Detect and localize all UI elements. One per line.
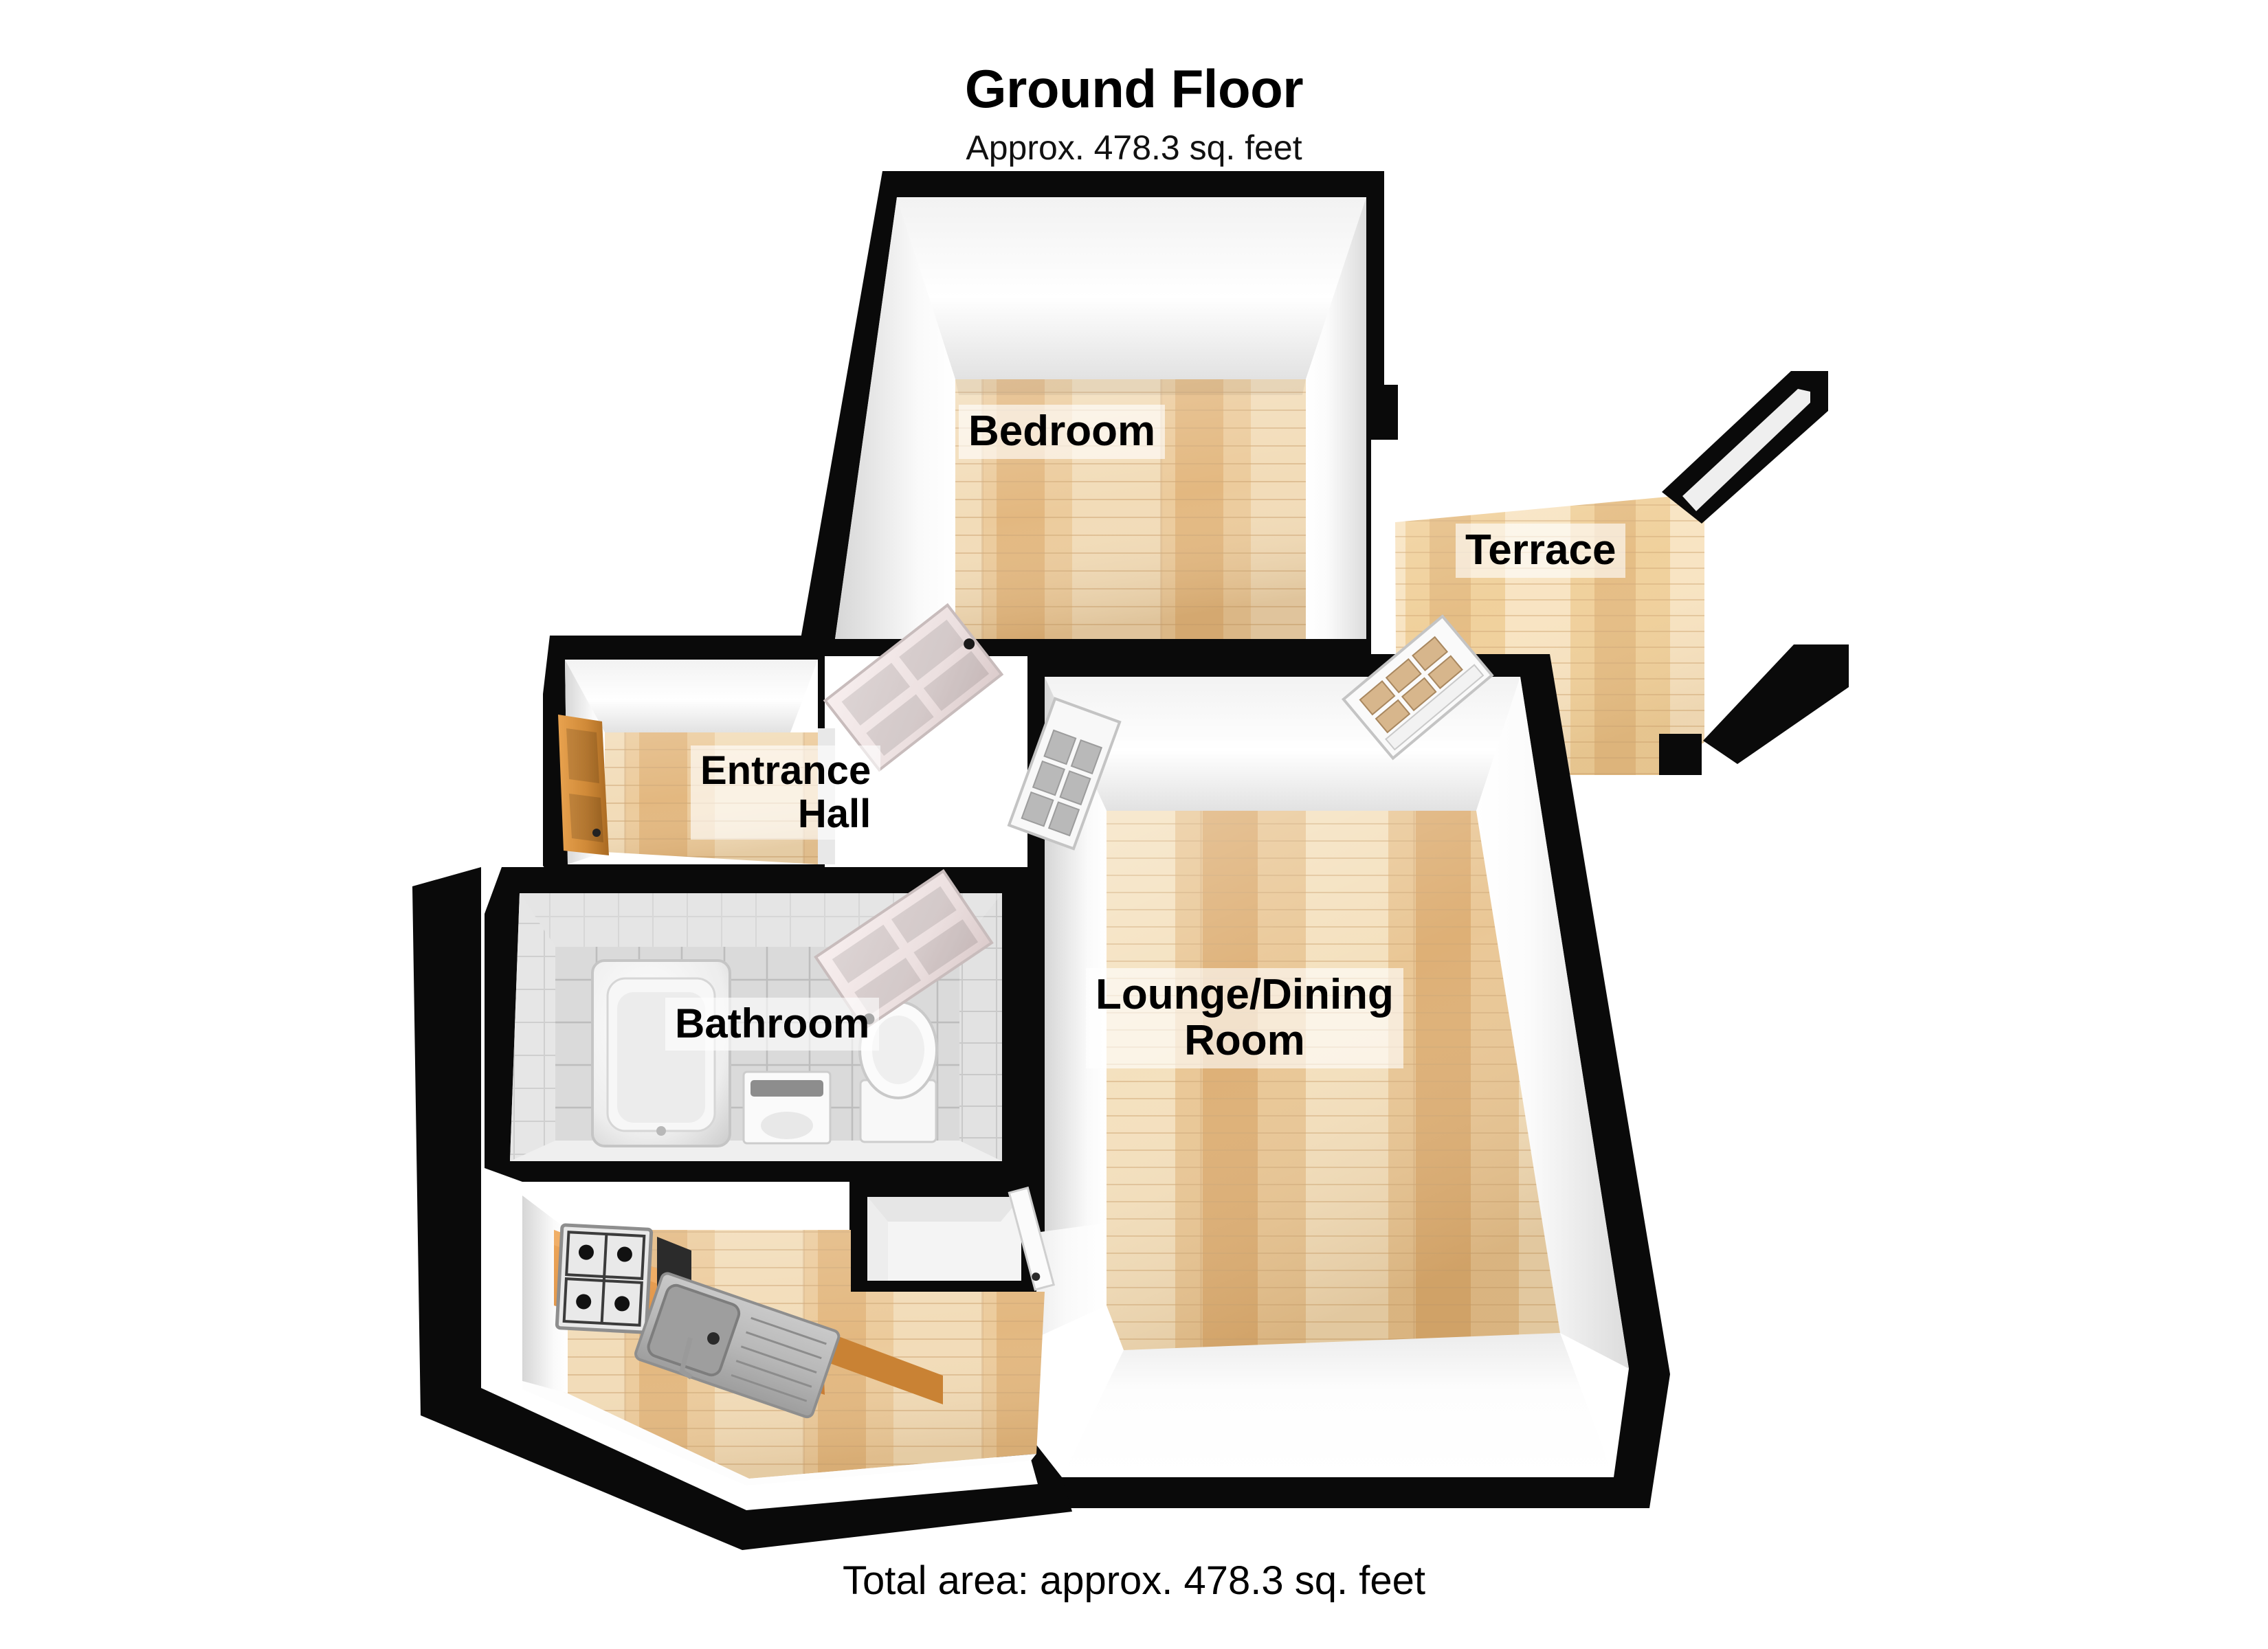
hall-wall-top	[565, 660, 818, 732]
room-label-bedroom: Bedroom	[959, 405, 1166, 459]
terrace-wall-lower	[1703, 644, 1849, 764]
terrace-wall-left-stub	[1659, 734, 1702, 775]
bathtub	[591, 959, 731, 1147]
cupboard	[849, 1179, 1056, 1299]
total-area-text: Total area: approx. 478.3 sq. feet	[843, 1558, 1425, 1603]
bedroom-wall-right	[1306, 197, 1366, 639]
lounge-wall-right	[1476, 677, 1629, 1369]
gas-hob	[555, 1223, 654, 1334]
room-label-entrance-hall: Entrance Hall	[691, 745, 881, 840]
kitchen-inner-reveal	[481, 1182, 1038, 1510]
page-title: Ground Floor	[964, 58, 1304, 119]
title-block: Ground Floor Approx. 478.3 sq. feet	[0, 62, 2268, 165]
bedroom-wall-left	[835, 197, 955, 639]
room-label-lounge-dining: Lounge/Dining Room	[1086, 968, 1403, 1068]
cupboard-wall-back	[867, 1197, 1021, 1222]
front-door[interactable]	[558, 715, 609, 855]
page-subtitle: Approx. 478.3 sq. feet	[966, 128, 1302, 167]
cupboard-door[interactable]	[1008, 1186, 1056, 1291]
kitchen-wall-bottom-face	[522, 1381, 1036, 1485]
bathroom-door[interactable]	[814, 868, 994, 1031]
lounge-glazed-door[interactable]	[1007, 697, 1122, 851]
room-label-terrace: Terrace	[1456, 524, 1626, 578]
toilet	[858, 1000, 938, 1143]
room-label-bathroom: Bathroom	[665, 998, 880, 1051]
cupboard-wall-left	[867, 1197, 888, 1281]
lounge-wall-bottom	[1062, 1333, 1614, 1477]
lounge-floor-shading	[1107, 811, 1560, 1350]
bedroom-door[interactable]	[823, 603, 1004, 772]
kitchen-area	[412, 867, 1072, 1550]
bedroom-wall-back	[897, 197, 1366, 379]
room-lounge-dining	[948, 654, 1670, 1508]
bedroom-corner-shadow	[955, 379, 1306, 395]
wash-basin	[742, 1070, 832, 1145]
bathroom-wall-left	[510, 893, 555, 1161]
terrace-wall-upper-inner	[1682, 389, 1810, 511]
terrace-glazed-door[interactable]	[1341, 614, 1494, 761]
kitchen-outer-wall	[412, 867, 1072, 1550]
kitchen-sink-with-drainer	[634, 1272, 841, 1419]
bathroom-wall-right	[959, 893, 1002, 1161]
footer-block: Total area: approx. 478.3 sq. feet	[0, 1561, 2268, 1601]
